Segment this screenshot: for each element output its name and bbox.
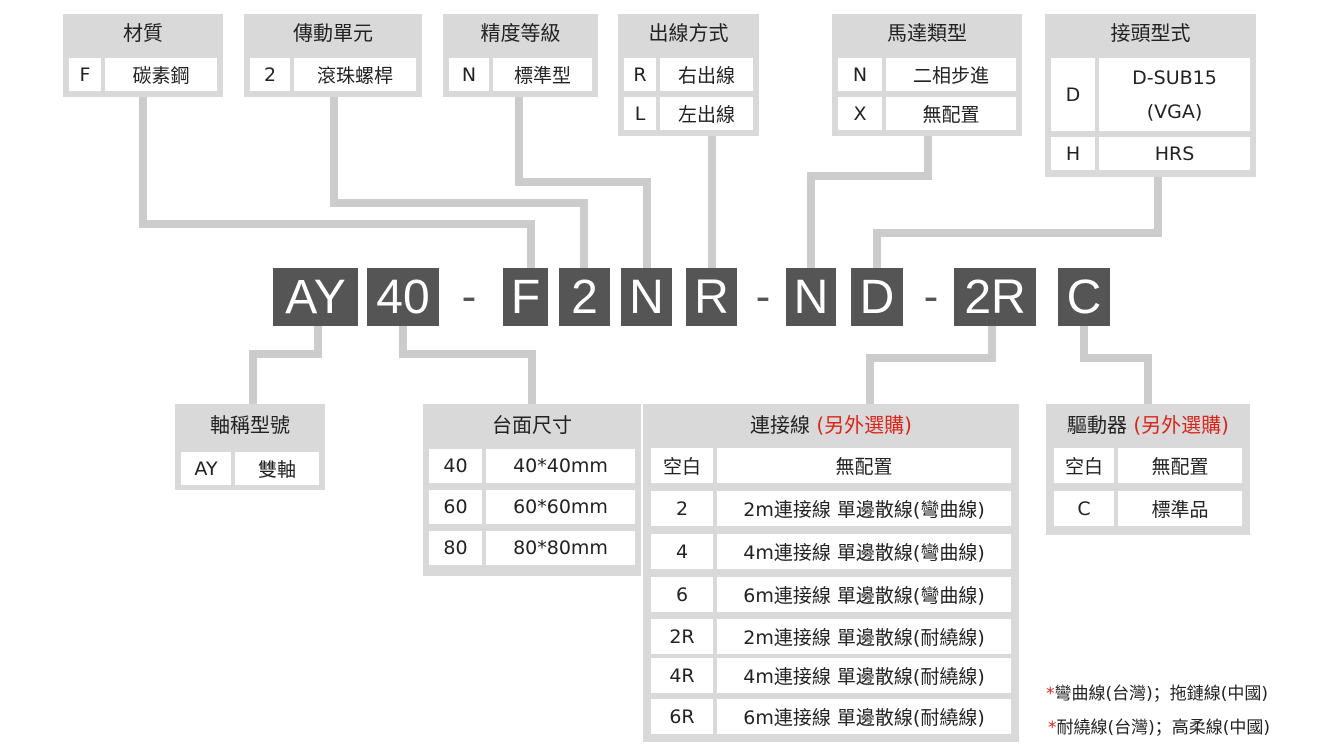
connector-label-d-line2: (VGA)	[1146, 100, 1203, 123]
precision-group: 精度等級 N 標準型	[443, 14, 598, 97]
note-2-mark: *	[1048, 718, 1057, 738]
outlet-label-r: 右出線	[660, 58, 753, 91]
axis-label: 雙軸	[235, 452, 319, 485]
connector-label-h: HRS	[1099, 137, 1250, 170]
cable-title-text: 連接線	[750, 413, 811, 437]
cable-group: 連接線 (另外選購) 空白 無配置 2 2m連接線 單邊散線(彎曲線) 4 4m…	[643, 404, 1019, 742]
table-size-label-60: 60*60mm	[486, 490, 635, 524]
line-drive	[330, 97, 588, 268]
driver-title-note: (另外選購)	[1133, 413, 1229, 437]
code-d: D	[851, 268, 903, 326]
cable-code-1: 2	[651, 491, 713, 526]
outlet-label-l: 左出線	[660, 97, 753, 130]
cable-label-0: 無配置	[717, 448, 1011, 483]
cable-title: 連接線 (另外選購)	[643, 410, 1019, 440]
material-label: 碳素鋼	[105, 58, 217, 91]
motor-code-n: N	[838, 58, 882, 91]
table-size-title: 台面尺寸	[492, 413, 572, 437]
code-dash-2: -	[755, 272, 771, 321]
connector-code-h: H	[1051, 137, 1095, 170]
material-group: 材質 F 碳素鋼	[63, 14, 223, 97]
outlet-code-l: L	[624, 97, 656, 130]
axis-group: 軸稱型號 AY 雙軸	[175, 404, 325, 490]
motor-title: 馬達類型	[887, 21, 967, 45]
precision-label: 標準型	[493, 58, 592, 91]
code-2r: 2R	[954, 268, 1036, 326]
line-cable	[866, 326, 996, 404]
code-dash-3: -	[923, 272, 939, 321]
code-n-precision: N	[621, 268, 672, 326]
cable-label-1: 2m連接線 單邊散線(彎曲線)	[717, 491, 1011, 526]
axis-title: 軸稱型號	[210, 413, 290, 437]
code-2: 2	[559, 268, 610, 326]
cable-label-6: 6m連接線 單邊散線(耐繞線)	[717, 699, 1011, 734]
line-precision	[515, 97, 651, 268]
table-size-label-80: 80*80mm	[486, 531, 635, 565]
outlet-group: 出線方式 R 右出線 L 左出線	[618, 14, 759, 136]
drive-group: 傳動單元 2 滾珠螺桿	[244, 14, 422, 97]
driver-group: 驅動器 (另外選購) 空白 無配置 C 標準品	[1046, 404, 1250, 535]
code-n-motor: N	[786, 268, 836, 326]
line-driver	[1080, 326, 1152, 404]
axis-code: AY	[181, 452, 231, 485]
code-c: C	[1058, 268, 1110, 326]
connector-code-d: D	[1051, 58, 1095, 131]
cable-code-0: 空白	[651, 448, 713, 483]
line-connector	[873, 177, 1162, 268]
drive-label: 滾珠螺桿	[294, 58, 416, 91]
motor-code-x: X	[838, 97, 882, 130]
line-table-size	[399, 326, 536, 404]
driver-title-text: 驅動器	[1067, 413, 1128, 437]
line-material	[139, 97, 535, 268]
note-1-text: 彎曲線(台灣)；拖鏈線(中國)	[1054, 684, 1269, 704]
table-size-code-80: 80	[429, 531, 482, 565]
cable-code-6: 6R	[651, 699, 713, 734]
drive-code: 2	[250, 58, 290, 91]
note-2: *耐繞線(台灣)；高柔線(中國)	[1048, 713, 1270, 738]
driver-code-1: C	[1054, 491, 1114, 526]
code-dash-1: -	[461, 272, 477, 321]
material-title: 材質	[123, 21, 163, 45]
precision-code: N	[449, 58, 489, 91]
line-motor	[807, 136, 932, 268]
connector-label-d-line1: D-SUB15	[1132, 66, 1217, 89]
driver-code-0: 空白	[1054, 448, 1114, 483]
cable-code-2: 4	[651, 534, 713, 569]
motor-label-n: 二相步進	[886, 58, 1016, 91]
cable-code-4: 2R	[651, 619, 713, 654]
precision-title: 精度等級	[480, 21, 561, 45]
note-1-mark: *	[1046, 684, 1055, 704]
cable-code-3: 6	[651, 577, 713, 612]
cable-title-note: (另外選購)	[816, 413, 912, 437]
line-axis	[249, 326, 322, 404]
cable-label-2: 4m連接線 單邊散線(彎曲線)	[717, 534, 1011, 569]
motor-label-x: 無配置	[886, 97, 1016, 130]
driver-label-1: 標準品	[1118, 491, 1242, 526]
code-ay: AY	[273, 268, 358, 326]
table-size-group: 台面尺寸 40 40*40mm 60 60*60mm 80 80*80mm	[423, 404, 641, 576]
outlet-title: 出線方式	[648, 21, 729, 45]
cable-code-5: 4R	[651, 658, 713, 693]
outlet-code-r: R	[624, 58, 656, 91]
material-code: F	[69, 58, 101, 91]
table-size-label-40: 40*40mm	[486, 449, 635, 483]
driver-label-0: 無配置	[1118, 448, 1242, 483]
motor-group: 馬達類型 N 二相步進 X 無配置	[832, 14, 1022, 136]
cable-label-3: 6m連接線 單邊散線(彎曲線)	[717, 577, 1011, 612]
note-2-text: 耐繞線(台灣)；高柔線(中國)	[1056, 718, 1271, 738]
driver-title: 驅動器 (另外選購)	[1046, 410, 1250, 440]
code-r: R	[686, 268, 737, 326]
note-1: *彎曲線(台灣)；拖鏈線(中國)	[1046, 679, 1268, 704]
connector-group: 接頭型式 D D-SUB15 (VGA) H HRS	[1045, 14, 1256, 177]
connector-title: 接頭型式	[1110, 21, 1191, 45]
drive-title: 傳動單元	[293, 21, 373, 45]
connector-label-d: D-SUB15 (VGA)	[1099, 58, 1250, 131]
code-f: F	[503, 268, 548, 326]
code-40: 40	[367, 268, 439, 326]
cable-label-5: 4m連接線 單邊散線(耐繞線)	[717, 658, 1011, 693]
cable-label-4: 2m連接線 單邊散線(耐繞線)	[717, 619, 1011, 654]
table-size-code-60: 60	[429, 490, 482, 524]
table-size-code-40: 40	[429, 449, 482, 483]
